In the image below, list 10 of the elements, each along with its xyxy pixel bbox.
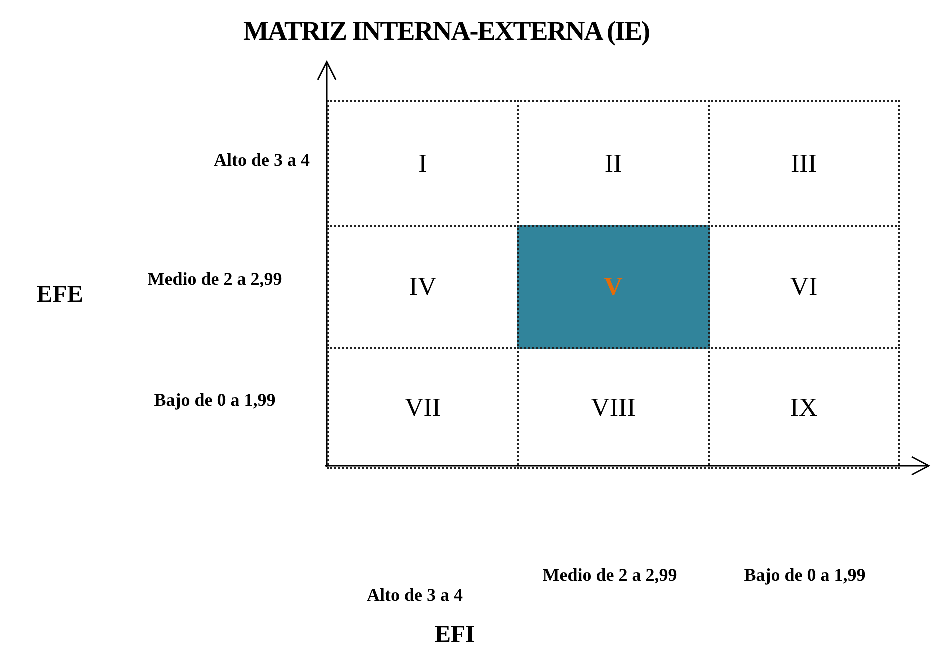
row-label: Bajo de 0 a 1,99 [153,389,277,412]
axis-title: EFI [434,622,476,649]
row-label: Medio de 2 a 2,99 [146,268,284,291]
column-label: Alto de 3 a 4 [366,585,464,606]
axis-title: EFE [36,282,84,309]
row-label: Alto de 3 a 4 [213,150,310,171]
column-label: Bajo de 0 a 1,99 [743,564,867,587]
chart-title: MATRIZ INTERNA-EXTERNA (IE) [242,16,651,47]
highlighted-cell: V [517,225,710,349]
column-label: Medio de 2 a 2,99 [542,564,678,587]
